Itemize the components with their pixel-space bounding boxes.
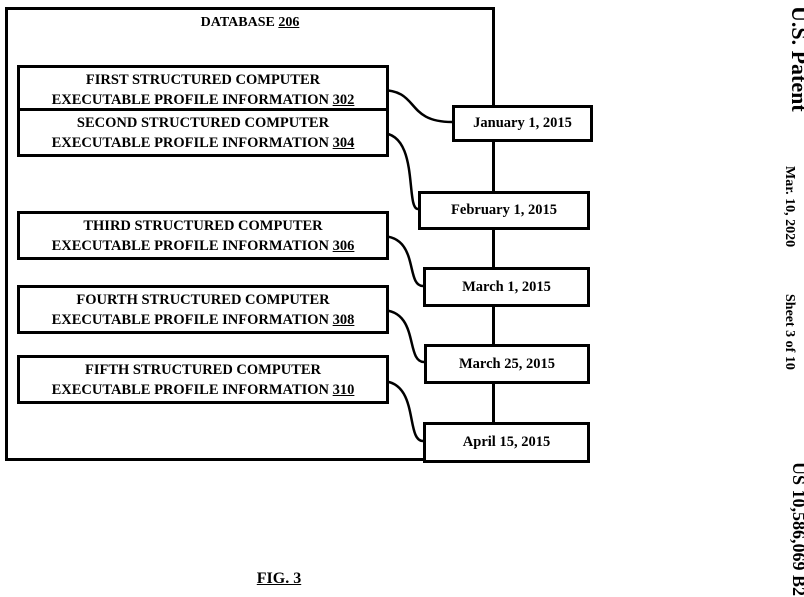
profile-ref: 302	[332, 91, 355, 108]
date-box-4: March 25, 2015	[424, 344, 590, 384]
connector-1	[380, 88, 453, 124]
connector-3	[380, 234, 424, 288]
profile-line2: EXECUTABLE PROFILE INFORMATION 308	[51, 311, 355, 328]
connector-5	[380, 379, 424, 443]
patent-number: US 10,586,069 B2	[789, 462, 804, 597]
connector-4	[380, 308, 425, 364]
connector-2	[380, 131, 419, 211]
database-box: DATABASE 206 FIRST STRUCTURED COMPUTER E…	[5, 7, 495, 461]
date-box-1: January 1, 2015	[452, 105, 593, 142]
profile-line2: EXECUTABLE PROFILE INFORMATION 310	[51, 381, 355, 398]
profile-line1: SECOND STRUCTURED COMPUTER	[76, 114, 330, 131]
profile-line2: EXECUTABLE PROFILE INFORMATION 304	[51, 134, 355, 151]
figure-label: FIG. 3	[256, 570, 302, 587]
profile-ref: 310	[332, 381, 355, 398]
date-box-2: February 1, 2015	[418, 191, 590, 230]
date-box-3: March 1, 2015	[423, 267, 590, 307]
database-label: DATABASE	[200, 15, 275, 30]
profile-line1: FIFTH STRUCTURED COMPUTER	[84, 361, 322, 378]
profile-ref: 306	[332, 237, 355, 254]
profile-box-3: THIRD STRUCTURED COMPUTER EXECUTABLE PRO…	[17, 211, 389, 260]
patent-date: Mar. 10, 2020	[782, 166, 797, 248]
patent-header: U.S. Patent	[787, 6, 804, 112]
database-title: DATABASE 206	[8, 15, 492, 31]
profile-ref: 304	[332, 134, 355, 151]
profile-line1: THIRD STRUCTURED COMPUTER	[83, 217, 323, 234]
profile-line2: EXECUTABLE PROFILE INFORMATION 302	[51, 91, 355, 108]
profile-box-2: SECOND STRUCTURED COMPUTER EXECUTABLE PR…	[17, 108, 389, 157]
database-ref: 206	[278, 15, 300, 30]
sheet-number: Sheet 3 of 10	[782, 294, 797, 370]
profile-line1: FOURTH STRUCTURED COMPUTER	[76, 291, 330, 308]
date-box-5: April 15, 2015	[423, 422, 590, 463]
profile-box-4: FOURTH STRUCTURED COMPUTER EXECUTABLE PR…	[17, 285, 389, 334]
profile-ref: 308	[332, 311, 355, 328]
profile-box-1: FIRST STRUCTURED COMPUTER EXECUTABLE PRO…	[17, 65, 389, 114]
profile-box-5: FIFTH STRUCTURED COMPUTER EXECUTABLE PRO…	[17, 355, 389, 404]
profile-line2: EXECUTABLE PROFILE INFORMATION 306	[51, 237, 355, 254]
profile-line1: FIRST STRUCTURED COMPUTER	[85, 71, 321, 88]
